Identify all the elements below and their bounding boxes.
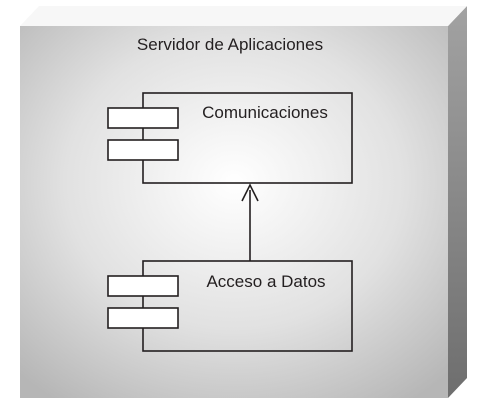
component-acceso-a-datos: Acceso a Datos [107,260,353,352]
arrow-head [241,183,259,202]
node-title: Servidor de Aplicaciones [137,35,323,54]
node-front-face [20,26,448,398]
component-port-top [107,275,179,297]
component-comunicaciones: Comunicaciones [107,92,353,184]
component-port-top [107,107,179,129]
dependency-arrow [241,183,259,261]
component-body [142,260,353,352]
component-label: Acceso a Datos [206,272,325,291]
component-port-bottom [107,139,179,161]
node-side-face [448,6,467,398]
component-port-bottom [107,307,179,329]
component-body [142,92,353,184]
node-top-face [20,6,467,26]
component-label: Comunicaciones [202,103,328,122]
